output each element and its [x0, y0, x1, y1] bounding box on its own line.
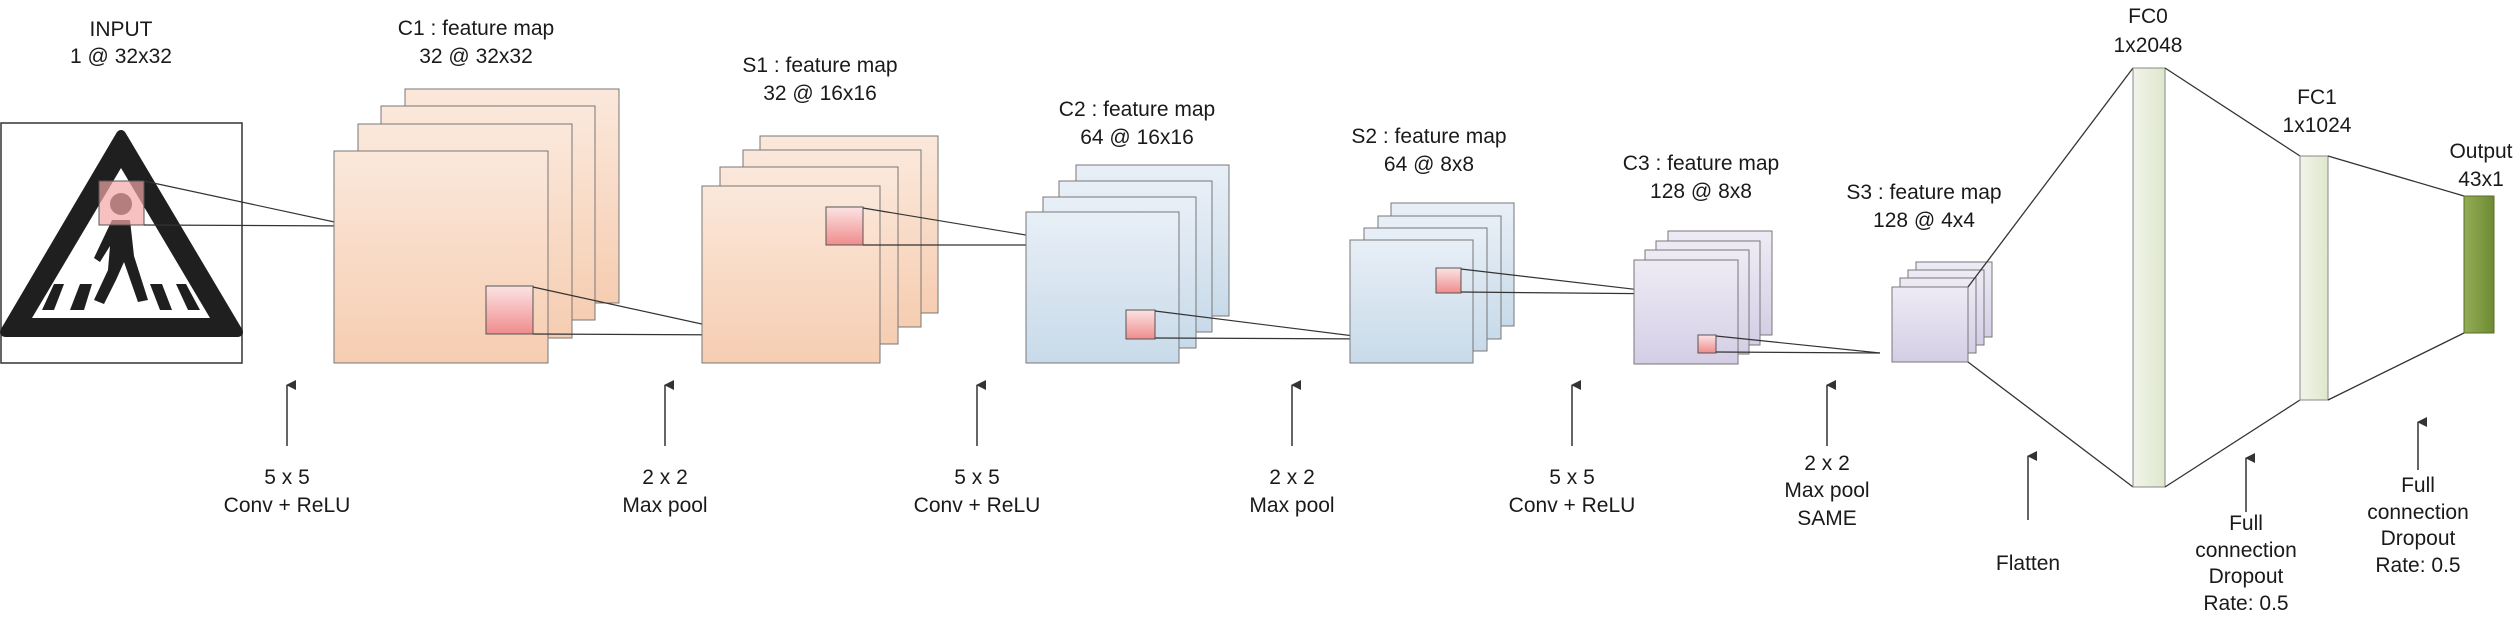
s1-title: S1 : feature map	[742, 54, 897, 77]
fc0-fc1-connection-lines	[2164, 67, 2301, 488]
full1-line4: Rate: 0.5	[2203, 592, 2288, 615]
s1-receptive-field	[825, 206, 864, 246]
fc1-dims: 1x1024	[2283, 114, 2352, 137]
pool3-kernel: 2 x 2	[1804, 452, 1850, 475]
s2-dims: 64 @ 8x8	[1384, 153, 1474, 176]
flatten-connection-lines	[1967, 67, 2134, 488]
c3-projection-lines	[1715, 335, 1881, 354]
c3-title: C3 : feature map	[1623, 152, 1779, 175]
s1-dims: 32 @ 16x16	[763, 82, 877, 105]
output-layer	[2463, 195, 2495, 334]
conv1-kernel: 5 x 5	[264, 466, 310, 489]
c2-receptive-field	[1125, 309, 1156, 340]
fc0-title: FC0	[2128, 5, 2168, 28]
c1-receptive-field	[485, 285, 534, 335]
input-receptive-field	[98, 180, 145, 226]
pool2-op: Max pool	[1249, 494, 1334, 517]
conv3-kernel: 5 x 5	[1549, 466, 1595, 489]
full2-line4: Rate: 0.5	[2375, 554, 2460, 577]
c2-feature-map-stack	[1025, 164, 1230, 364]
s2-receptive-field	[1435, 267, 1462, 294]
fc0-dims: 1x2048	[2114, 34, 2183, 57]
input-projection-lines	[143, 180, 354, 227]
fc1-title: FC1	[2297, 86, 2337, 109]
conv2-kernel: 5 x 5	[954, 466, 1000, 489]
full1-line3: Dropout	[2209, 565, 2284, 588]
c1-feature-map-stack	[333, 88, 620, 364]
conv2-op: Conv + ReLU	[914, 494, 1041, 517]
c2-projection-lines	[1154, 310, 1379, 340]
conv3-op: Conv + ReLU	[1509, 494, 1636, 517]
pool2-kernel: 2 x 2	[1269, 466, 1315, 489]
flatten-label: Flatten	[1996, 552, 2060, 575]
full2-line2: connection	[2367, 501, 2469, 524]
input-title: INPUT	[90, 18, 153, 41]
fc1-layer	[2299, 155, 2329, 401]
s3-feature-map-stack	[1891, 261, 1993, 363]
c2-dims: 64 @ 16x16	[1080, 126, 1194, 149]
pool3-op: Max pool	[1784, 479, 1869, 502]
c1-title: C1 : feature map	[398, 17, 554, 40]
c3-receptive-field	[1697, 334, 1717, 354]
c3-dims: 128 @ 8x8	[1650, 180, 1752, 203]
output-title: Output	[2449, 140, 2512, 163]
output-dims: 43x1	[2458, 168, 2504, 191]
layer-titles: INPUT 1 @ 32x32 C1 : feature map 32 @ 32…	[70, 5, 2513, 232]
pool1-op: Max pool	[622, 494, 707, 517]
full1-line2: connection	[2195, 539, 2297, 562]
pool3-padding: SAME	[1797, 507, 1857, 530]
pool1-kernel: 2 x 2	[642, 466, 688, 489]
c3-feature-map-stack	[1633, 230, 1773, 365]
c1-dims: 32 @ 32x32	[419, 45, 533, 68]
conv1-op: Conv + ReLU	[224, 494, 351, 517]
full1-line1: Full	[2229, 512, 2263, 535]
fc0-layer	[2132, 67, 2166, 488]
operation-labels: 5 x 5 Conv + ReLU 2 x 2 Max pool 5 x 5 C…	[224, 452, 2469, 615]
s3-dims: 128 @ 4x4	[1873, 209, 1975, 232]
s3-title: S3 : feature map	[1846, 181, 2001, 204]
fc1-output-connection-lines	[2327, 155, 2465, 401]
input-dims: 1 @ 32x32	[70, 45, 172, 68]
full2-line1: Full	[2401, 474, 2435, 497]
full2-line3: Dropout	[2381, 527, 2456, 550]
c2-title: C2 : feature map	[1059, 98, 1215, 121]
s1-feature-map-stack	[701, 135, 939, 364]
operation-arrows	[286, 380, 2427, 520]
input-image	[0, 122, 243, 364]
s2-feature-map-stack	[1349, 202, 1515, 364]
s2-title: S2 : feature map	[1351, 125, 1506, 148]
